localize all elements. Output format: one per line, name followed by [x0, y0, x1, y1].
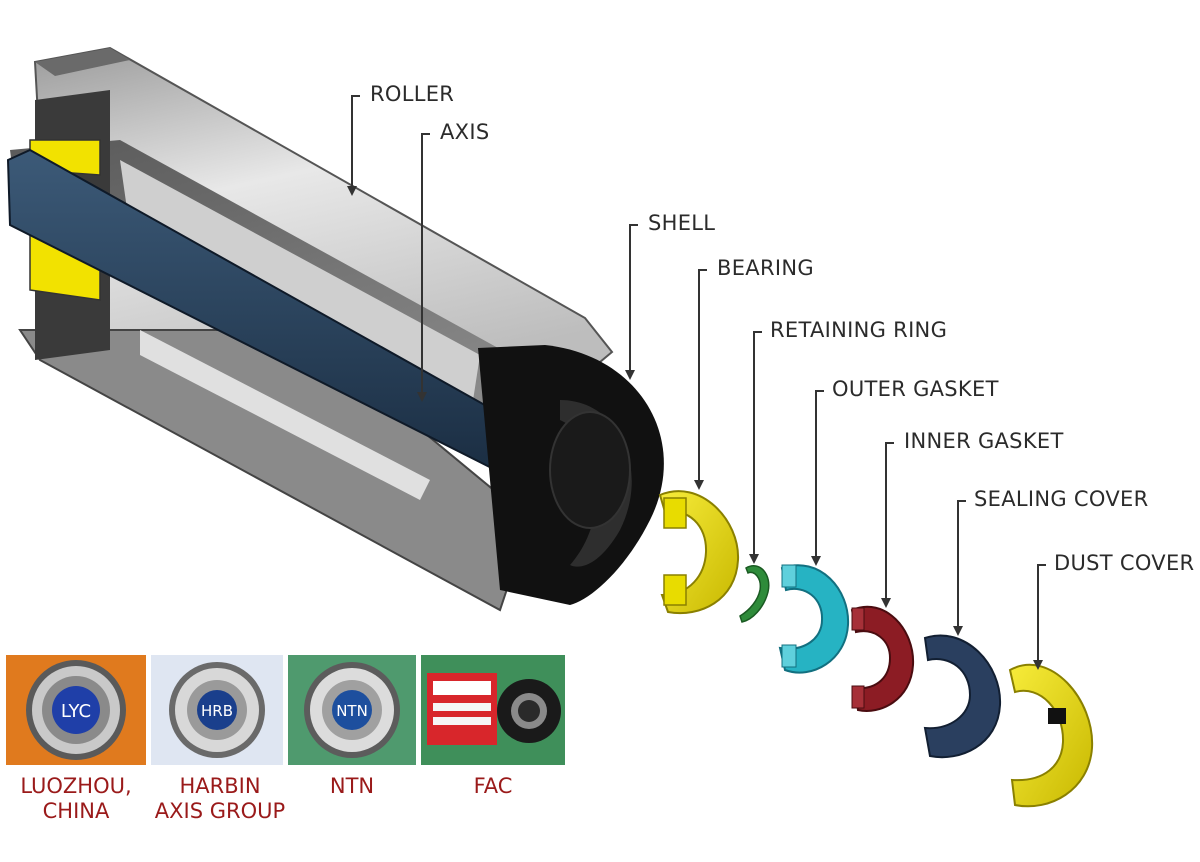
lyc-logo-text: LYC — [61, 701, 91, 722]
brand-fac-line1: FAC — [473, 774, 513, 798]
brand-luozhou-line2: CHINA — [42, 799, 110, 824]
hrb-bearing-photo: HRB — [151, 655, 283, 765]
dust-cover-leader — [1037, 564, 1046, 662]
brand-caption-harbin: HARBIN AXIS GROUP — [145, 774, 295, 824]
retaining-ring-leader — [753, 331, 762, 556]
sealing-cover-part — [923, 634, 1002, 759]
outer-gasket-label: OUTER GASKET — [832, 377, 999, 401]
outer-gasket-leader — [815, 390, 824, 558]
brand-caption-luozhou: LUOZHOU, CHINA — [6, 774, 146, 824]
outer-gasket-part — [778, 564, 850, 674]
sealing-cover-label: SEALING COVER — [974, 487, 1149, 511]
hrb-logo-text: HRB — [201, 702, 233, 720]
inner-gasket-leader — [885, 442, 894, 600]
shell-leader — [629, 224, 638, 372]
dust-cover-part — [1008, 663, 1094, 808]
brand-harbin-line2: AXIS GROUP — [154, 799, 286, 824]
brand-harbin-line1: HARBIN — [179, 774, 261, 798]
shell-end-cap — [478, 345, 664, 605]
retaining-ring-part — [739, 565, 770, 623]
leader-arrows — [347, 186, 1043, 670]
fac-bearing-photo — [421, 655, 565, 765]
retaining-ring-label: RETAINING RING — [770, 318, 948, 342]
ntn-logo-text: NTN — [336, 702, 368, 720]
roller-leader — [351, 95, 360, 188]
bearing-label: BEARING — [717, 256, 814, 280]
roller-label: ROLLER — [370, 82, 455, 106]
dust-cover-label: DUST COVER — [1054, 551, 1195, 575]
leader-lines — [351, 95, 1046, 662]
axis-label: AXIS — [440, 120, 490, 144]
sealing-cover-leader — [957, 500, 966, 628]
inner-gasket-part — [850, 605, 915, 712]
brand-caption-ntn: NTN — [288, 774, 416, 799]
brand-caption-fac: FAC — [421, 774, 565, 799]
brand-ntn-line1: NTN — [329, 774, 375, 798]
ntn-bearing-photo: NTN — [288, 655, 416, 765]
bearing-part — [658, 490, 740, 615]
lyc-bearing-photo: LYC — [6, 655, 146, 765]
brand-luozhou-line1: LUOZHOU, — [20, 774, 132, 798]
inner-gasket-label: INNER GASKET — [904, 429, 1064, 453]
bearing-leader — [698, 269, 707, 482]
shell-label: SHELL — [648, 211, 716, 235]
axis-leader — [421, 133, 430, 394]
